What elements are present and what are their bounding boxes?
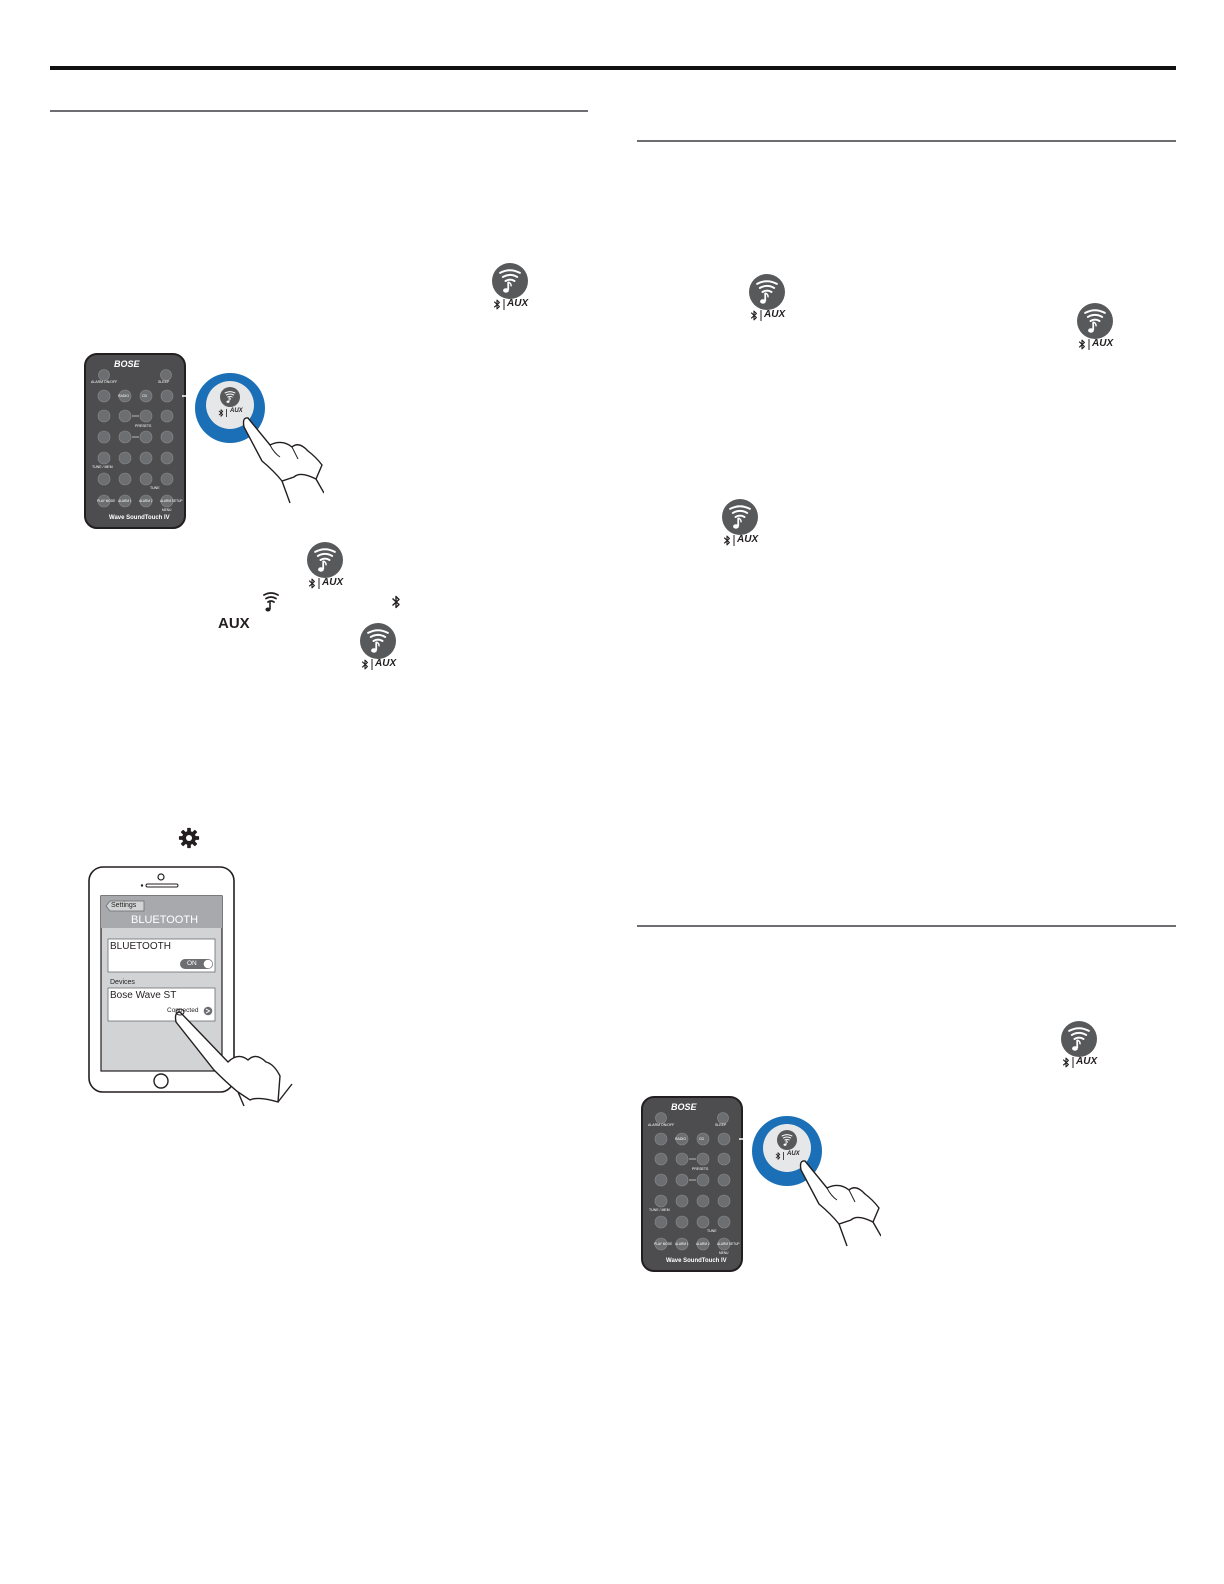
remote-key-label: CD (142, 394, 148, 398)
bluetooth-icon (391, 594, 401, 610)
section-rule-left (50, 110, 588, 112)
remote-key-label: PRESETS (135, 424, 152, 428)
aux-label: AUX (1076, 1056, 1098, 1067)
remote-model: Wave SoundTouch IV (109, 515, 170, 521)
remote-key-label: PLAY MODE (654, 1242, 673, 1246)
source-button-icon: AUX (358, 622, 408, 678)
remote-key-label: MENU (719, 1251, 729, 1255)
remote-key-label: CD (699, 1137, 705, 1141)
remote-key-label: ALARM 2 (139, 499, 153, 503)
source-button-icon: AUX (720, 498, 770, 554)
remote-key-label: PLAY MODE (97, 499, 116, 503)
section-rule-right-top (637, 140, 1176, 142)
remote-illustration: BOSE ALARM ON/OFF SLEEP RADIO CD PRESETS… (84, 353, 324, 529)
remote-key-label: ALARM SETUP (160, 499, 183, 503)
music-note-icon (262, 591, 280, 613)
remote-key-label: ALARM ON/OFF (91, 380, 118, 384)
remote-key-label: PRESETS (692, 1167, 709, 1171)
remote-key-label: RADIO (675, 1137, 687, 1141)
remote-key-label: ALARM 2 (696, 1242, 710, 1246)
remote-key-label: ALARM 1 (118, 499, 132, 503)
remote-model: Wave SoundTouch IV (666, 1258, 727, 1264)
remote-brand: BOSE (671, 1102, 697, 1112)
device-name[interactable]: Bose Wave ST (110, 990, 177, 1001)
aux-inline-label: AUX (218, 615, 250, 632)
aux-label: AUX (507, 298, 529, 309)
bluetooth-row-label: BLUETOOTH (110, 941, 171, 952)
remote-key-label: RADIO (118, 394, 130, 398)
back-button[interactable]: Settings (111, 902, 137, 909)
page-top-rule (50, 66, 1176, 70)
source-button-icon: AUX (1059, 1020, 1109, 1076)
source-button-icon: AUX (305, 541, 355, 597)
remote-key-label: ALARM ON/OFF (648, 1123, 675, 1127)
screen-title: BLUETOOTH (131, 914, 199, 926)
remote-key-label: TUNE / MEM (92, 465, 113, 469)
remote-key-label: MENU (162, 508, 172, 512)
remote-aux-label: AUX (787, 1151, 800, 1157)
source-button-icon: AUX (747, 273, 797, 329)
device-status: Connected (167, 1007, 199, 1014)
remote-key-label: SLEEP (158, 380, 170, 384)
gear-icon (178, 827, 200, 849)
bluetooth-toggle[interactable]: ON (187, 960, 197, 967)
aux-label: AUX (322, 577, 344, 588)
remote-key-label: TUNE (707, 1229, 717, 1233)
devices-header: Devices (110, 979, 135, 986)
remote-key-label: SLEEP (715, 1123, 727, 1127)
aux-label: AUX (375, 658, 397, 669)
aux-label: AUX (764, 309, 786, 320)
remote-key-label: ALARM 1 (675, 1242, 689, 1246)
source-button-icon: AUX (490, 262, 540, 318)
remote-key-label: ALARM SETUP (717, 1242, 740, 1246)
source-button-icon: AUX (1075, 302, 1125, 358)
remote-illustration: BOSE ALARM ON/OFF SLEEP RADIO CD PRESETS… (641, 1096, 881, 1272)
remote-key-label: TUNE (150, 486, 160, 490)
aux-label: AUX (1092, 338, 1114, 349)
remote-brand: BOSE (114, 359, 140, 369)
section-rule-right-bottom (637, 925, 1176, 927)
remote-key-label: TUNE / MEM (649, 1208, 670, 1212)
phone-illustration: Settings BLUETOOTH BLUETOOTH ON Devices … (88, 866, 298, 1108)
remote-aux-label: AUX (230, 408, 243, 414)
aux-label: AUX (737, 534, 759, 545)
